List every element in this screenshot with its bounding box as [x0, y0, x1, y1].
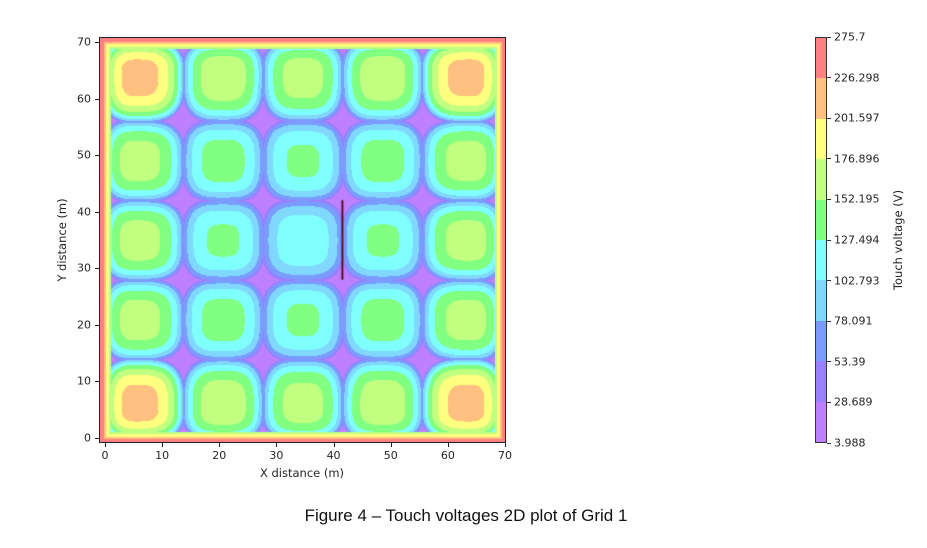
colorbar-tick	[827, 117, 831, 119]
colorbar-tick-label: 3.988	[834, 436, 866, 450]
y-tick	[95, 42, 99, 43]
colorbar-band	[816, 361, 826, 402]
x-axis-label: X distance (m)	[259, 466, 345, 480]
colorbar-tick-label: 28.689	[834, 395, 873, 409]
x-tick	[219, 443, 221, 447]
colorbar-band	[816, 159, 826, 200]
colorbar-tick	[827, 36, 831, 38]
y-tick-label: 30	[77, 261, 91, 275]
x-tick-label: 0	[101, 449, 109, 462]
colorbar-band	[816, 280, 826, 321]
x-tick-label: 50	[383, 449, 398, 462]
colorbar-band	[816, 37, 826, 79]
y-tick	[95, 211, 99, 213]
x-tick	[333, 443, 335, 447]
colorbar	[815, 37, 827, 443]
x-tick	[447, 443, 449, 447]
colorbar-band	[816, 118, 826, 160]
colorbar-tick	[827, 401, 831, 403]
x-tick	[162, 443, 164, 447]
y-tick-label: 40	[77, 205, 91, 219]
figure-caption: Figure 4 – Touch voltages 2D plot of Gri…	[304, 506, 628, 525]
colorbar-tick-label: 152.195	[834, 192, 880, 206]
colorbar-band	[816, 199, 826, 240]
colorbar-tick	[827, 158, 831, 160]
x-tick-label: 70	[498, 449, 512, 462]
y-tick-label: 60	[77, 92, 91, 106]
x-tick-label: 60	[440, 449, 455, 462]
colorbar-tick-label: 127.494	[834, 233, 880, 247]
colorbar-tick-label: 226.298	[834, 71, 880, 85]
colorbar-tick-label: 102.793	[834, 274, 880, 288]
colorbar-tick	[827, 442, 831, 444]
x-tick	[276, 443, 278, 447]
colorbar-band	[816, 320, 826, 362]
colorbar-band	[816, 239, 826, 281]
y-tick-label: 20	[77, 318, 91, 332]
colorbar-tick-label: 78.091	[834, 314, 873, 328]
y-tick-label: 0	[84, 431, 91, 445]
y-tick-label: 50	[77, 148, 91, 162]
colorbar-tick	[827, 280, 831, 282]
colorbar-tick	[827, 361, 831, 363]
y-tick	[95, 324, 99, 326]
y-tick	[95, 155, 99, 157]
y-tick-label: 70	[77, 35, 91, 49]
colorbar-tick-label: 176.896	[834, 152, 880, 166]
y-tick	[95, 438, 99, 439]
y-axis-label: Y distance (m)	[55, 198, 69, 282]
colorbar-tick	[827, 320, 831, 322]
y-tick	[95, 268, 99, 270]
colorbar-band	[816, 401, 826, 442]
colorbar-tick	[827, 77, 831, 79]
colorbar-band	[816, 78, 826, 119]
colorbar-tick-label: 53.39	[834, 355, 866, 369]
x-tick	[105, 443, 106, 447]
y-tick	[95, 381, 99, 383]
x-tick	[505, 443, 506, 447]
colorbar-tick	[827, 239, 831, 241]
contour-plot-area	[100, 38, 505, 442]
y-tick	[95, 98, 99, 100]
colorbar-label: Touch voltage (V)	[891, 189, 905, 291]
x-tick	[390, 443, 392, 447]
x-tick-label: 20	[212, 449, 227, 462]
x-tick-label: 40	[326, 449, 341, 462]
y-tick-label: 10	[77, 374, 91, 388]
colorbar-tick	[827, 198, 831, 200]
x-tick-label: 30	[269, 449, 284, 462]
x-tick-label: 10	[155, 449, 170, 462]
colorbar-tick-label: 275.7	[834, 30, 866, 44]
colorbar-tick-label: 201.597	[834, 111, 880, 125]
